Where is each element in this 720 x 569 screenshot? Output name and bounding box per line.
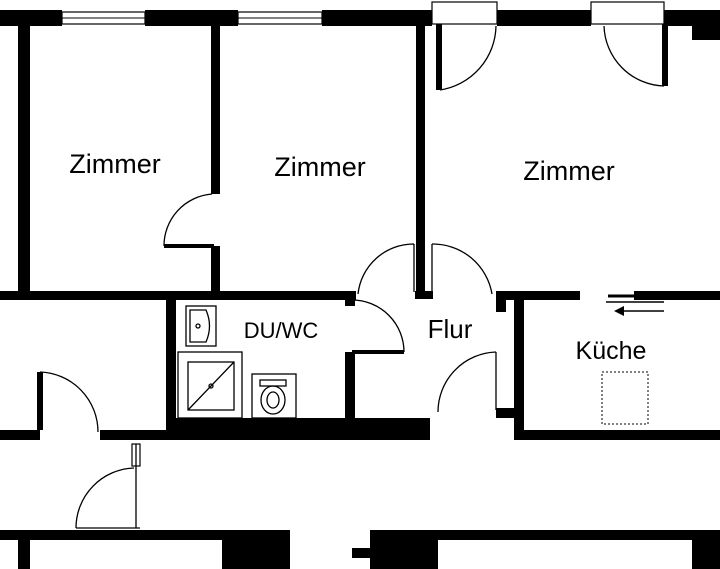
- door-leaf: [662, 24, 668, 86]
- window: [590, 1, 665, 25]
- washbasin-icon: [185, 305, 217, 347]
- vent-arrow-icon: [606, 301, 664, 316]
- wall: [145, 10, 238, 26]
- door-swing: [75, 444, 137, 529]
- wall: [497, 10, 591, 26]
- door-swing: [357, 243, 415, 295]
- room-label-hall: Flur: [428, 314, 473, 344]
- wall: [211, 26, 220, 194]
- room-labels: Zimmer Zimmer Zimmer DU/WC Flur Küche: [69, 149, 646, 365]
- wall: [370, 536, 438, 569]
- stove-icon: [601, 371, 649, 425]
- walls: [0, 10, 720, 569]
- wall: [0, 10, 62, 26]
- room-label-zimmer-2: Zimmer: [274, 152, 365, 182]
- wall: [100, 430, 166, 440]
- kitchen-fixtures: [601, 301, 664, 425]
- wall: [0, 291, 356, 300]
- wall: [514, 296, 524, 440]
- door-swing: [431, 243, 493, 295]
- wall: [0, 530, 290, 540]
- door-leaf: [436, 24, 442, 90]
- wall: [322, 10, 432, 26]
- wall: [0, 430, 40, 440]
- wall: [416, 26, 425, 293]
- wall: [222, 536, 290, 569]
- windows: [61, 1, 665, 25]
- wall: [634, 291, 720, 300]
- wall: [692, 536, 720, 569]
- wall: [496, 296, 506, 312]
- door-leaf: [352, 350, 404, 354]
- toilet-icon: [251, 373, 297, 419]
- wall: [415, 291, 433, 299]
- wall: [345, 352, 355, 426]
- wall: [496, 291, 580, 300]
- wall: [166, 296, 176, 424]
- wall: [211, 246, 220, 296]
- wall: [496, 408, 516, 418]
- shower-tray-icon: [177, 351, 243, 419]
- wall: [352, 548, 370, 558]
- window: [431, 1, 498, 25]
- room-label-zimmer-3: Zimmer: [523, 156, 614, 186]
- door-leaf: [37, 372, 43, 430]
- door-leaf: [164, 244, 214, 248]
- wall: [166, 418, 430, 440]
- room-label-kitchen: Küche: [576, 337, 647, 365]
- door-leaf: [131, 443, 141, 467]
- wall: [345, 296, 355, 306]
- wall: [514, 430, 720, 440]
- wall: [692, 10, 720, 40]
- wall: [370, 530, 720, 540]
- wall: [18, 536, 30, 569]
- door-swing: [437, 351, 497, 413]
- doors: [37, 24, 668, 529]
- wall: [18, 18, 30, 296]
- room-label-zimmer-1: Zimmer: [69, 149, 160, 179]
- room-label-bath: DU/WC: [244, 318, 319, 343]
- bath-fixtures: [177, 305, 297, 419]
